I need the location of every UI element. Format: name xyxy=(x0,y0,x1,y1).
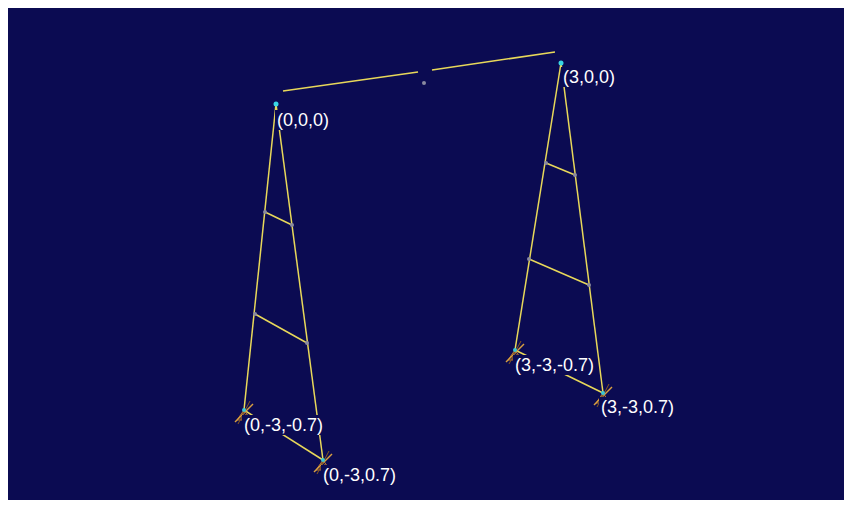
coordinate-label: (0,-3,0.7) xyxy=(321,465,398,485)
coordinate-label: (3,-3,0.7) xyxy=(599,397,676,417)
top-nodes xyxy=(274,61,564,107)
coordinate-label: (0,-3,-0.7) xyxy=(242,415,325,435)
coordinate-label: (3,-3,-0.7) xyxy=(513,355,596,375)
support-symbols xyxy=(235,341,612,474)
joint-dots xyxy=(253,81,591,345)
coordinate-label: (0,0,0) xyxy=(275,110,331,130)
frame-members xyxy=(244,52,603,460)
background xyxy=(8,8,844,500)
coordinate-label: (3,0,0) xyxy=(561,67,617,87)
